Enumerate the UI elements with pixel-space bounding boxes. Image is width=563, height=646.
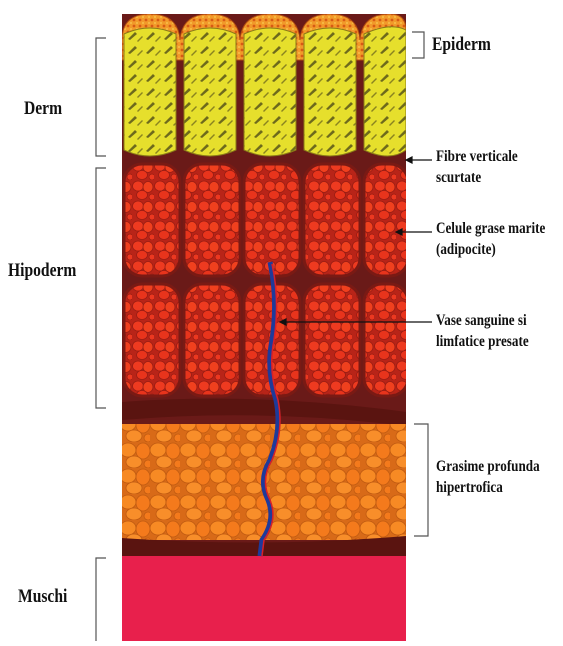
label-vase-line1: Vase sanguine si: [436, 310, 529, 331]
label-grasime-line2: hipertrofica: [436, 477, 540, 498]
label-fibre-line2: scurtate: [436, 167, 518, 188]
bracket-muschi: [96, 558, 106, 641]
label-fibre-line1: Fibre verticale: [436, 146, 518, 167]
label-epiderm: Epiderm: [432, 34, 491, 56]
label-vase-sanguine: Vase sanguine si limfatice presate: [436, 310, 529, 352]
label-grasime-profunda: Grasime profunda hipertrofica: [436, 456, 540, 498]
bracket-derm: [96, 38, 106, 156]
label-grasime-line1: Grasime profunda: [436, 456, 540, 477]
label-fibre-verticale: Fibre verticale scurtate: [436, 146, 518, 188]
muscle-layer: [122, 556, 408, 641]
tissue-column: [122, 14, 408, 641]
bracket-hipoderm: [96, 168, 106, 408]
label-muschi: Muschi: [18, 586, 67, 608]
right-brackets: [412, 32, 428, 536]
bracket-epiderm: [412, 32, 424, 58]
label-celule-line1: Celule grase marite: [436, 218, 545, 239]
label-hipoderm: Hipoderm: [8, 260, 76, 282]
label-celule-grase: Celule grase marite (adipocite): [436, 218, 545, 260]
bracket-grasime: [414, 424, 428, 536]
label-celule-line2: (adipocite): [436, 239, 545, 260]
dermis-papillae: [124, 27, 406, 156]
label-derm: Derm: [24, 98, 62, 120]
label-vase-line2: limfatice presate: [436, 331, 529, 352]
left-brackets: [96, 38, 106, 641]
